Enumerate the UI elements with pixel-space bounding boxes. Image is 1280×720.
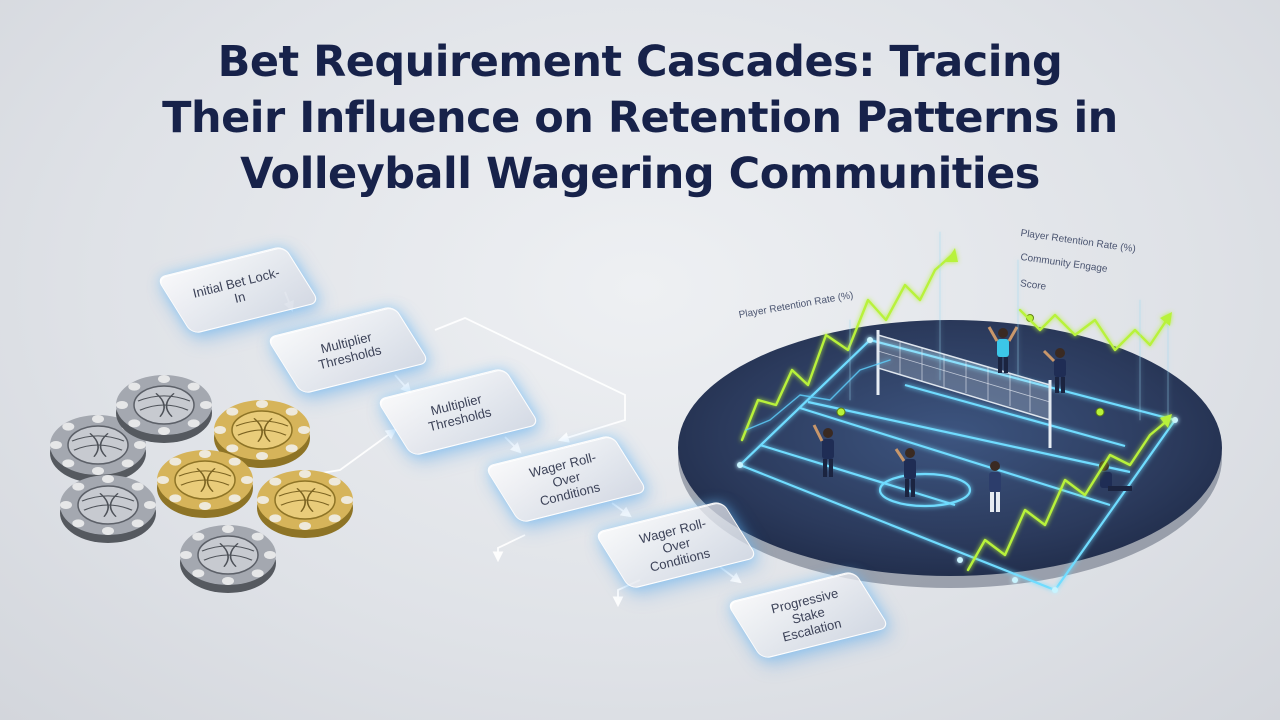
volleyball-chip-icon [50, 415, 146, 483]
volleyball-chip-icon [257, 470, 353, 538]
volleyball-chip-icon [214, 400, 310, 468]
volleyball-net-icon [876, 330, 1052, 448]
court-platform [678, 314, 1222, 593]
page-title: Bet Requirement Cascades: Tracing Their … [0, 34, 1280, 202]
retention-trend-lines [740, 231, 1172, 572]
volleyball-chip-icon [180, 525, 276, 593]
volleyball-chip-icon [157, 450, 253, 518]
volleyball-chip-icon [60, 475, 156, 543]
volleyball-chip-icon [116, 375, 212, 443]
title-line-1: Bet Requirement Cascades: Tracing [217, 37, 1063, 87]
player-figure-icon [812, 326, 1132, 512]
title-line-2: Their Influence on Retention Patterns in [162, 93, 1118, 143]
title-line-3: Volleyball Wagering Communities [240, 149, 1040, 199]
